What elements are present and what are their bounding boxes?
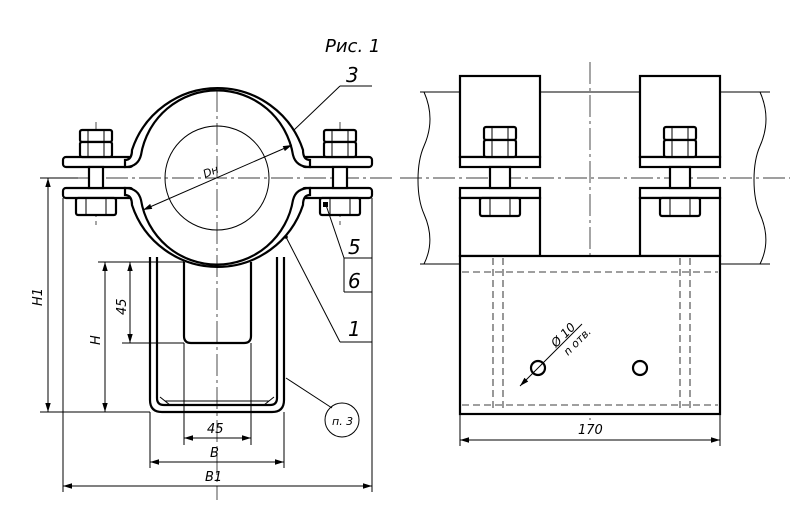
width-170-label: 170 xyxy=(578,423,603,438)
side-view: Ø 10 n отв. 170 xyxy=(400,62,790,446)
side-bolt-left xyxy=(478,125,522,218)
h1-label: H1 xyxy=(31,288,46,306)
hole-left xyxy=(529,359,547,377)
dim-45-vertical-label: 45 xyxy=(115,298,130,315)
dim-45-horizontal-label: 45 xyxy=(207,422,224,437)
leader-3 xyxy=(293,85,341,131)
leader-note xyxy=(285,377,333,409)
pipe-break-left xyxy=(417,91,431,265)
h-label: H xyxy=(89,335,104,345)
callout-3: 3 xyxy=(346,63,359,87)
upper-lug-strip-right xyxy=(638,155,722,169)
lower-lug-right xyxy=(300,186,374,200)
b1-label: B1 xyxy=(205,470,222,485)
note-circle xyxy=(324,402,360,438)
figure-title: Рис. 1 xyxy=(325,36,380,57)
lower-lug-strip-left xyxy=(458,186,542,200)
u-bracket-inner xyxy=(155,257,279,407)
callout-1: 1 xyxy=(348,317,361,341)
clamp-lower-band xyxy=(123,186,312,268)
lower-lug-left xyxy=(61,186,135,200)
b-label: B xyxy=(210,446,219,461)
pipe-break-right xyxy=(753,91,767,265)
upper-lug-left xyxy=(61,155,135,169)
dn-label: Dн xyxy=(201,163,221,181)
inner-plate xyxy=(182,262,253,345)
callout-5: 5 xyxy=(348,235,361,259)
u-bracket-corner-left xyxy=(159,396,171,406)
upper-lug-right xyxy=(300,155,374,169)
pipe-diameter-line xyxy=(142,144,293,211)
note-label: п. 3 xyxy=(332,415,353,428)
lower-lug-strip-right xyxy=(638,186,722,200)
leader-5 xyxy=(325,204,345,259)
front-view: Dн xyxy=(31,63,395,500)
u-bracket-outer xyxy=(148,257,286,414)
side-bolt-right xyxy=(658,125,702,218)
hole-leader xyxy=(519,323,583,387)
leader-1 xyxy=(285,236,341,343)
hole-right xyxy=(631,359,649,377)
bolt-right xyxy=(318,128,362,217)
bolt-left xyxy=(74,128,118,217)
upper-lug-strip-left xyxy=(458,155,542,169)
u-bracket-corner-right xyxy=(263,396,275,406)
clamp-upper-band xyxy=(123,87,312,169)
callout-6: 6 xyxy=(348,269,361,293)
